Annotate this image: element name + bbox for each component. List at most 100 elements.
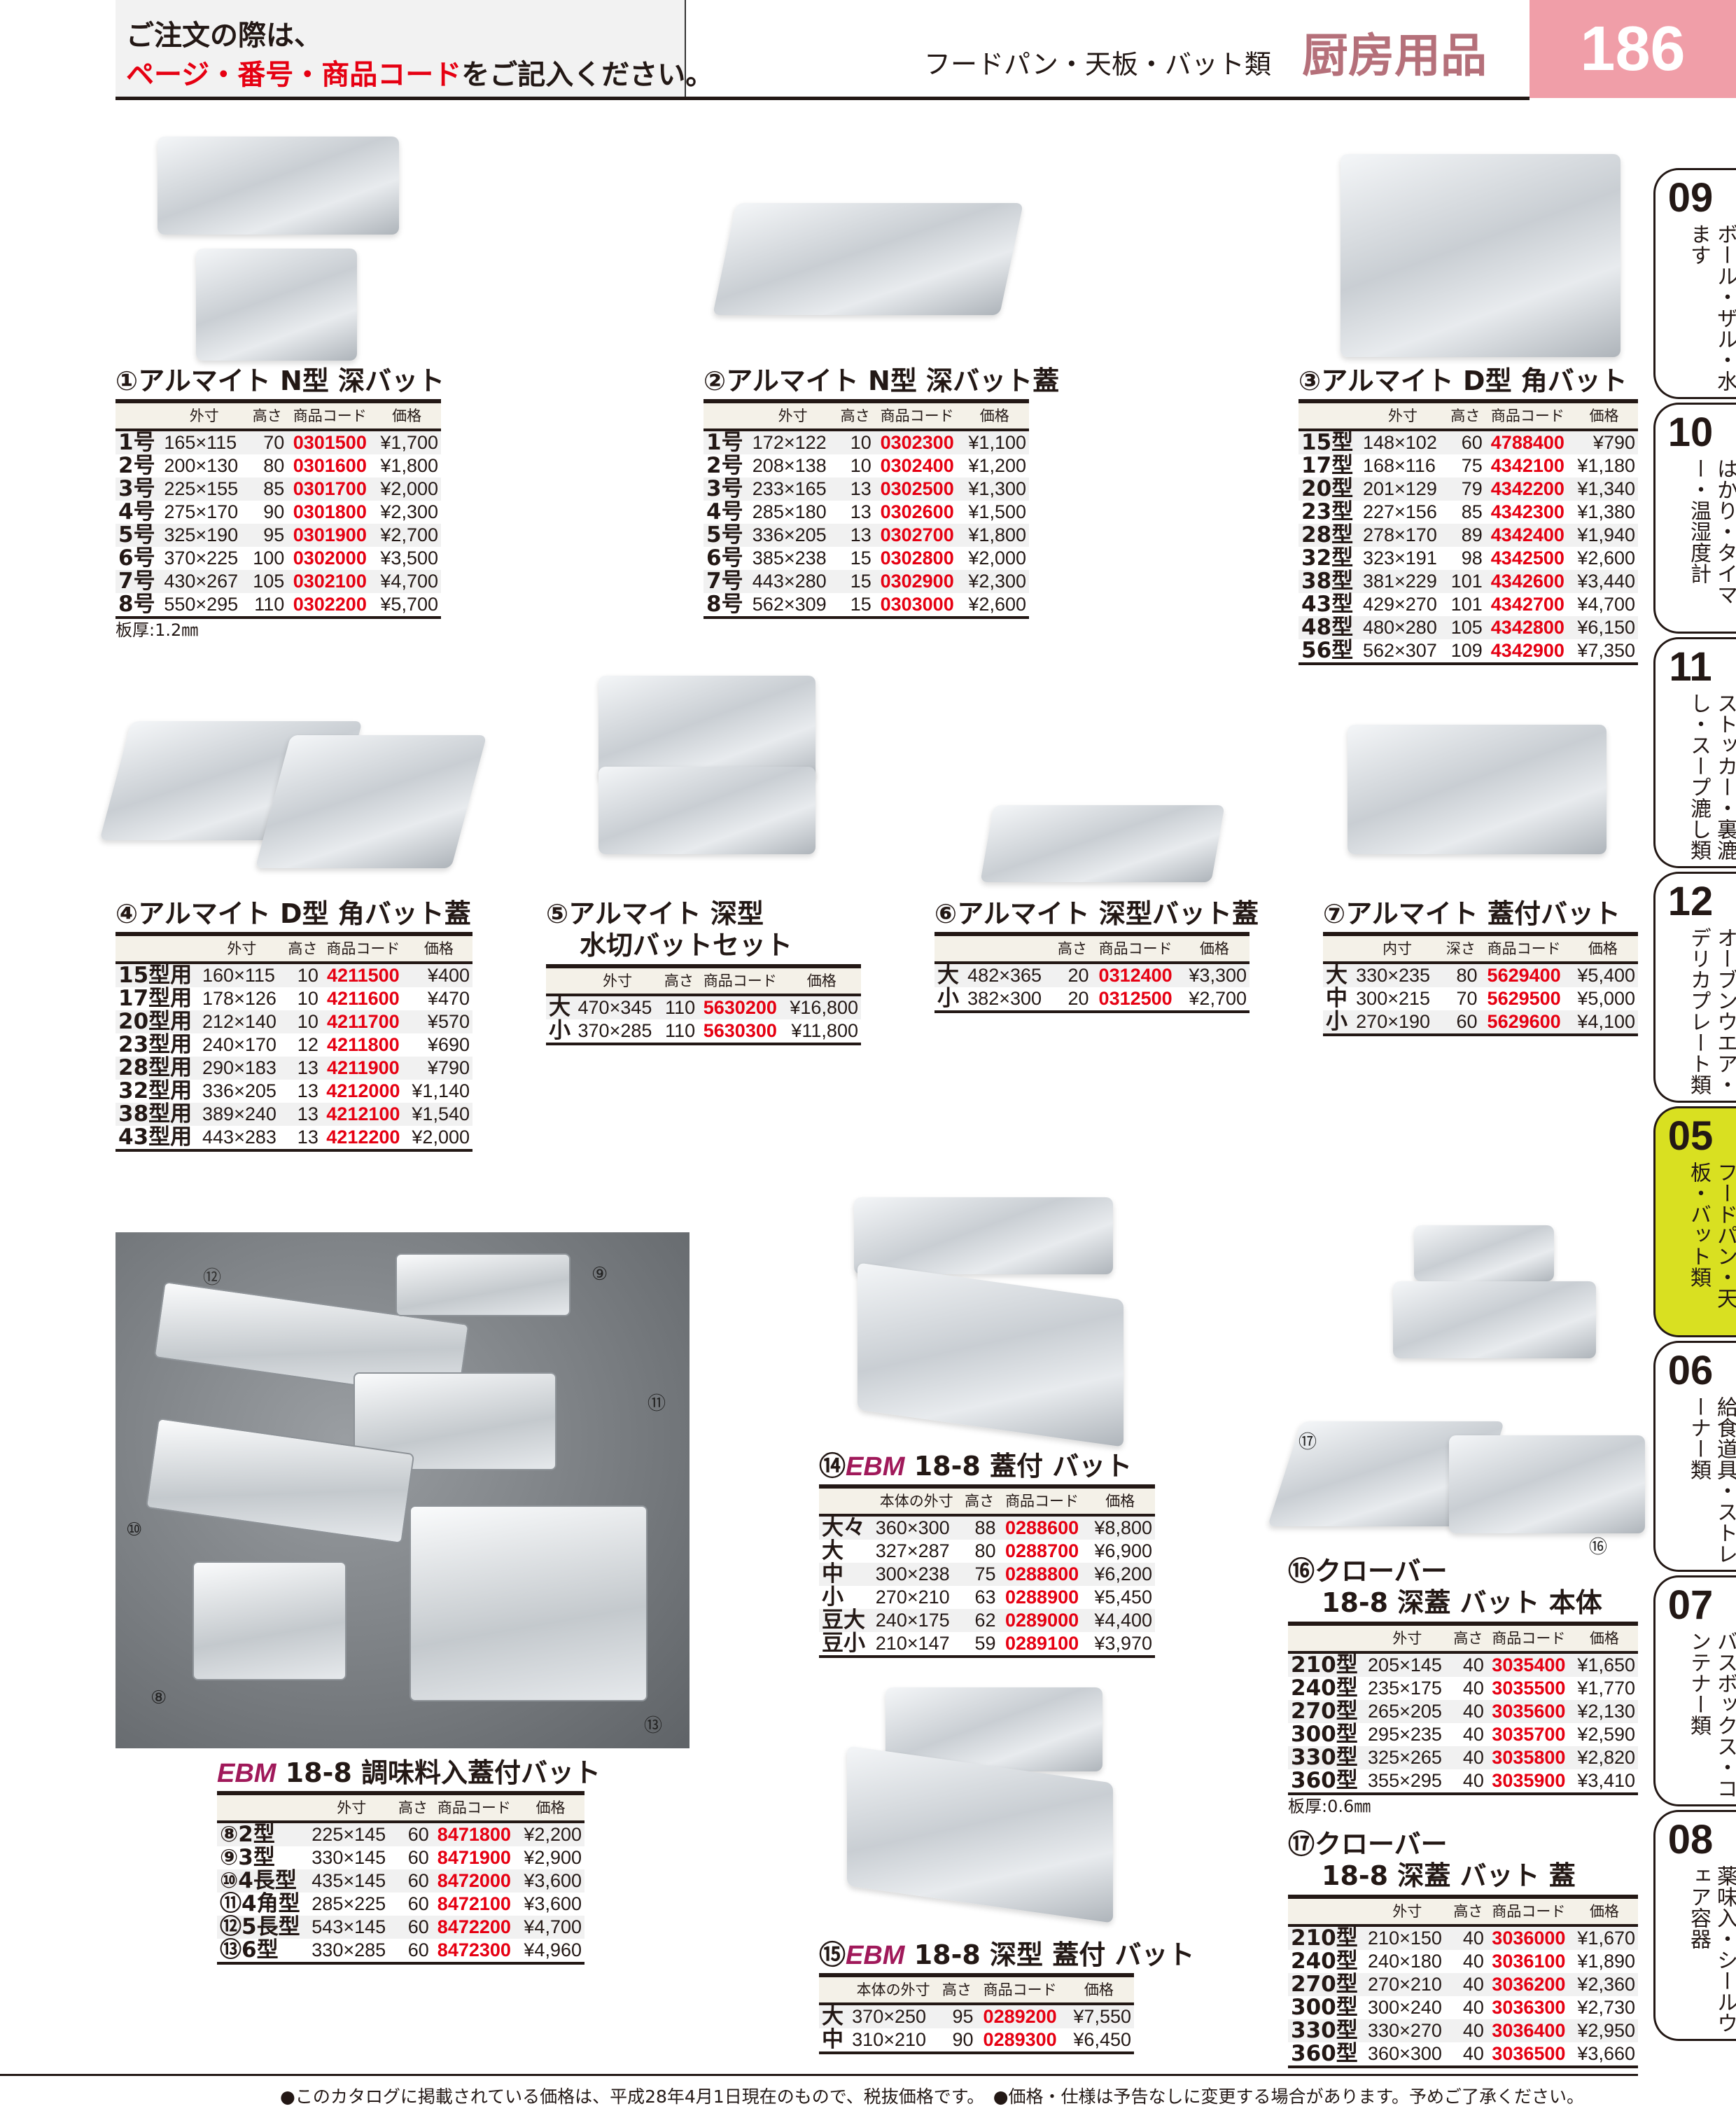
size-label: 大: [934, 963, 965, 987]
dimensions: 323×191: [1362, 548, 1437, 569]
dimensions: 325×265: [1365, 1746, 1450, 1769]
size-label: 1号: [704, 430, 750, 454]
size-label: 4号: [706, 499, 743, 524]
column-header: 価格: [1085, 1486, 1155, 1517]
price: ¥2,000: [372, 478, 441, 501]
size-label: 大: [822, 1538, 844, 1563]
height: 105: [247, 570, 288, 593]
dimensions: 300×215: [1356, 988, 1431, 1009]
product-code: 5630200: [698, 995, 783, 1019]
item-number: ⑦: [1323, 898, 1346, 929]
height: 13: [836, 478, 874, 501]
column-header: 商品コード: [1485, 401, 1570, 431]
column-header: 高さ: [1449, 1897, 1487, 1927]
tab-number: 05: [1667, 1113, 1714, 1159]
height: 10: [284, 1010, 321, 1033]
dimensions: 290×183: [200, 1057, 284, 1080]
product-code: 0288900: [1005, 1587, 1079, 1608]
product-image-5a: [598, 676, 816, 781]
height: 40: [1462, 1997, 1484, 2018]
price: ¥2,200: [516, 1822, 584, 1846]
dimensions: 443×283: [202, 1127, 276, 1148]
column-header: [115, 401, 162, 431]
product-image-3: [1340, 154, 1620, 357]
dimensions: 210×147: [875, 1633, 950, 1654]
height: 95: [247, 524, 288, 547]
height: 13: [297, 1080, 318, 1101]
product-code: 4212000: [326, 1080, 400, 1101]
dimensions: 178×126: [202, 988, 276, 1009]
product-code: 3036100: [1492, 1951, 1566, 1972]
dimensions: 480×280: [1359, 616, 1446, 639]
product-code: 4211900: [321, 1057, 405, 1080]
title-text: 18-8 深型 蓋付 バット: [904, 1939, 1195, 1970]
photo-label: ⑪: [648, 1393, 666, 1414]
table-header: 外寸高さ商品コード価格: [115, 401, 441, 431]
column-header: 商品コード: [1486, 1624, 1571, 1654]
price: ¥2,950: [1570, 2019, 1638, 2042]
dimensions: 240×180: [1368, 1951, 1442, 1972]
dimensions: 200×130: [164, 455, 239, 476]
column-header: [546, 966, 575, 996]
dimensions: 370×250: [849, 2004, 938, 2028]
dimensions: 385×238: [752, 548, 827, 569]
dimensions: 330×285: [312, 1939, 386, 1960]
photo-label: ⑰: [1298, 1432, 1317, 1453]
height: 101: [1445, 570, 1485, 593]
product-code: 0302000: [293, 548, 367, 569]
item-number: ①: [115, 365, 139, 396]
price: ¥1,940: [1569, 524, 1638, 547]
item-number: ⑤: [546, 898, 569, 929]
product-code: 3036300: [1492, 1997, 1566, 2018]
product-title: ②アルマイト N型 深バット蓋: [704, 365, 1059, 397]
dimensions: 330×235: [1353, 963, 1442, 987]
price: ¥1,340: [1569, 478, 1638, 501]
height: 110: [254, 594, 285, 615]
dimensions: 270×190: [1353, 1010, 1442, 1035]
product-code: 0289100: [1005, 1633, 1079, 1654]
height: 85: [247, 478, 288, 501]
photo-label: ⑯: [1589, 1537, 1608, 1558]
price: ¥1,890: [1577, 1951, 1635, 1972]
height: 90: [263, 501, 285, 522]
product-code: 4342800: [1485, 616, 1570, 639]
size-label: 360型: [1291, 2041, 1358, 2066]
height: 60: [394, 1916, 432, 1939]
title-text: アルマイト 深型バット蓋: [957, 898, 1259, 929]
size-label: 6号: [706, 545, 743, 571]
column-header: 内寸: [1353, 934, 1442, 964]
dimensions: 300×238: [872, 1563, 960, 1586]
tab-label: ストッカー・裏漉し・スープ漉し類: [1686, 692, 1736, 861]
order-notice-red: ページ・番号・商品コード: [126, 59, 462, 91]
size-label: 240型: [1291, 1949, 1358, 1974]
height: 10: [297, 988, 318, 1009]
column-header: [704, 401, 750, 431]
height: 63: [974, 1587, 996, 1608]
dimensions: 325×190: [161, 524, 248, 547]
product-code: 0302100: [287, 570, 373, 593]
size-label: ⑧2型: [217, 1822, 309, 1846]
size-label: 2号: [706, 453, 743, 478]
